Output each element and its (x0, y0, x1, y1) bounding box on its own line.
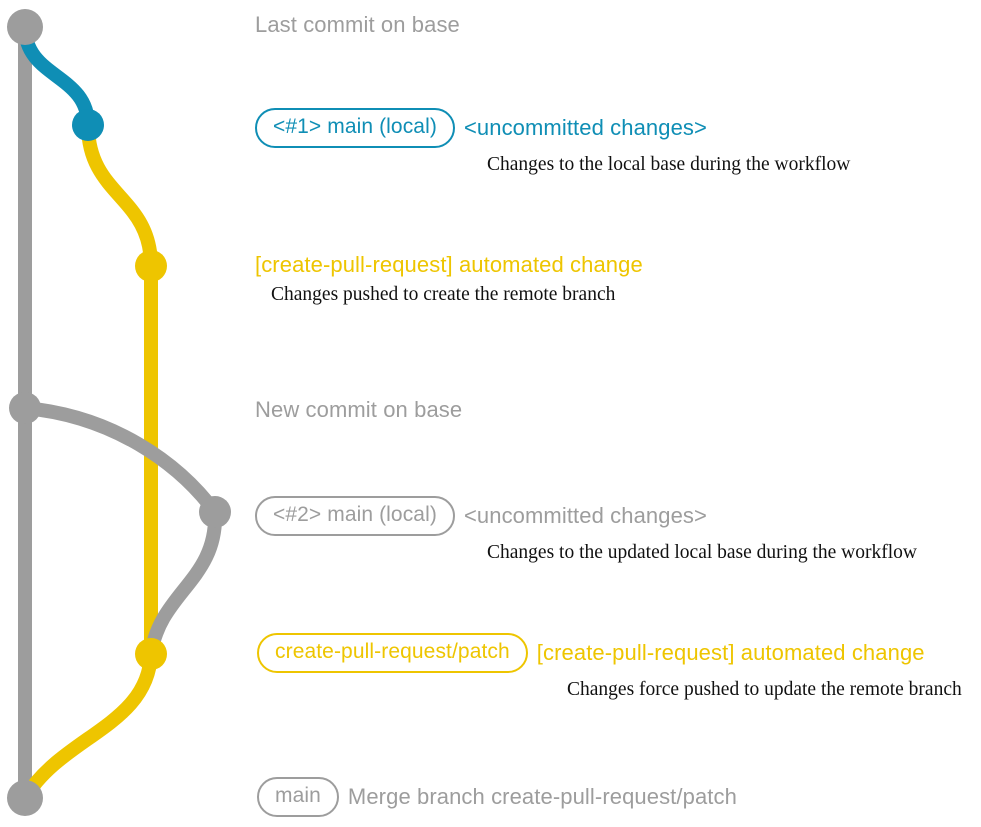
commit-node-base-last[interactable] (7, 9, 43, 45)
row-automated-change-update: create-pull-request/patch [create-pull-r… (257, 633, 962, 701)
label-last-commit-on-base: Last commit on base (255, 12, 460, 37)
description-automated-change-update: Changes force pushed to update the remot… (567, 678, 962, 700)
edge-base-to-local-2 (18, 401, 222, 519)
commit-node-merge[interactable] (7, 780, 43, 816)
row-merge-commit: main Merge branch create-pull-request/pa… (257, 777, 737, 817)
row-automated-change-create: [create-pull-request] automated change C… (255, 252, 643, 306)
commit-node-local-main-2[interactable] (199, 496, 231, 528)
commit-node-patch-create[interactable] (135, 250, 167, 282)
row-local-main-2: <#2> main (local) <uncommitted changes> … (255, 496, 917, 564)
subject-merge-commit: Merge branch create-pull-request/patch (347, 783, 737, 809)
subject-automated-change-create: [create-pull-request] automated change (255, 252, 643, 277)
badge-main[interactable]: main (257, 777, 339, 817)
row-last-commit-on-base: Last commit on base (255, 12, 460, 38)
badge-create-pull-request-patch[interactable]: create-pull-request/patch (257, 633, 528, 673)
subject-local-main-1: <uncommitted changes> (463, 114, 707, 140)
edge-local-1-to-patch (81, 118, 158, 273)
commit-node-patch-update[interactable] (135, 638, 167, 670)
badge-local-main-1[interactable]: <#1> main (local) (255, 108, 455, 148)
subject-local-main-2: <uncommitted changes> (463, 502, 707, 528)
badge-local-main-2[interactable]: <#2> main (local) (255, 496, 455, 536)
label-new-commit-on-base: New commit on base (255, 397, 463, 422)
description-local-main-1: Changes to the local base during the wor… (487, 153, 851, 175)
row-local-main-1: <#1> main (local) <uncommitted changes> … (255, 108, 850, 176)
subject-automated-change-update: [create-pull-request] automated change (536, 639, 925, 665)
edge-patch-to-merge (18, 647, 158, 805)
commit-node-local-main-1[interactable] (72, 109, 104, 141)
edge-local-2-to-patch (144, 505, 223, 661)
commit-node-base-new[interactable] (9, 392, 41, 424)
description-automated-change-create: Changes pushed to create the remote bran… (271, 284, 616, 305)
row-new-commit-on-base: New commit on base (255, 397, 462, 423)
description-local-main-2: Changes to the updated local base during… (487, 541, 917, 563)
